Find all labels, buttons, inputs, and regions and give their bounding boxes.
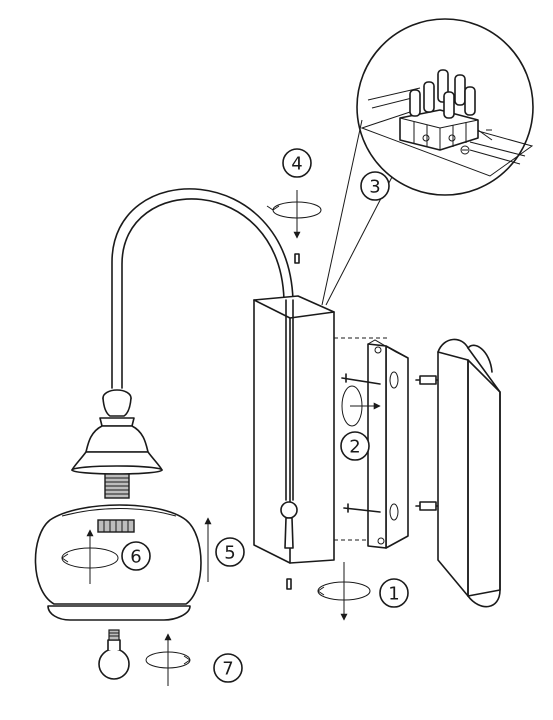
step-marker-7: 7 <box>213 653 243 683</box>
step-label-5: 5 <box>224 543 235 564</box>
ring-rotation <box>61 529 119 584</box>
step-label-7: 7 <box>222 659 233 680</box>
mounting-bracket <box>367 339 409 549</box>
top-screw <box>266 190 322 264</box>
decor-rod <box>280 299 298 590</box>
wall-plugs <box>415 375 441 511</box>
step-marker-4: 4 <box>282 148 312 178</box>
glass-shade <box>34 504 202 621</box>
step-marker-6: 6 <box>121 541 151 571</box>
lamp-arm <box>111 188 294 389</box>
lamp-holder <box>71 389 163 499</box>
step-label-1: 1 <box>388 584 399 605</box>
bracket-screws <box>341 373 381 513</box>
bulb-icon <box>98 629 130 680</box>
step-marker-1: 1 <box>379 578 409 608</box>
bottom-screw-rotation <box>317 562 371 621</box>
wall-section <box>437 338 501 608</box>
step-marker-2: 2 <box>340 431 370 461</box>
bulb-rotation <box>145 633 191 686</box>
step-marker-5: 5 <box>215 537 245 567</box>
step-label-3: 3 <box>369 177 380 198</box>
terminal-block-icon <box>399 69 493 155</box>
wall-backplate <box>253 295 388 564</box>
step-marker-3: 3 <box>360 171 390 201</box>
bracket-rotation <box>341 385 381 427</box>
terminal-block-callout <box>321 18 534 306</box>
step-label-2: 2 <box>349 437 360 458</box>
step-label-4: 4 <box>291 154 302 175</box>
step-label-6: 6 <box>130 547 141 568</box>
